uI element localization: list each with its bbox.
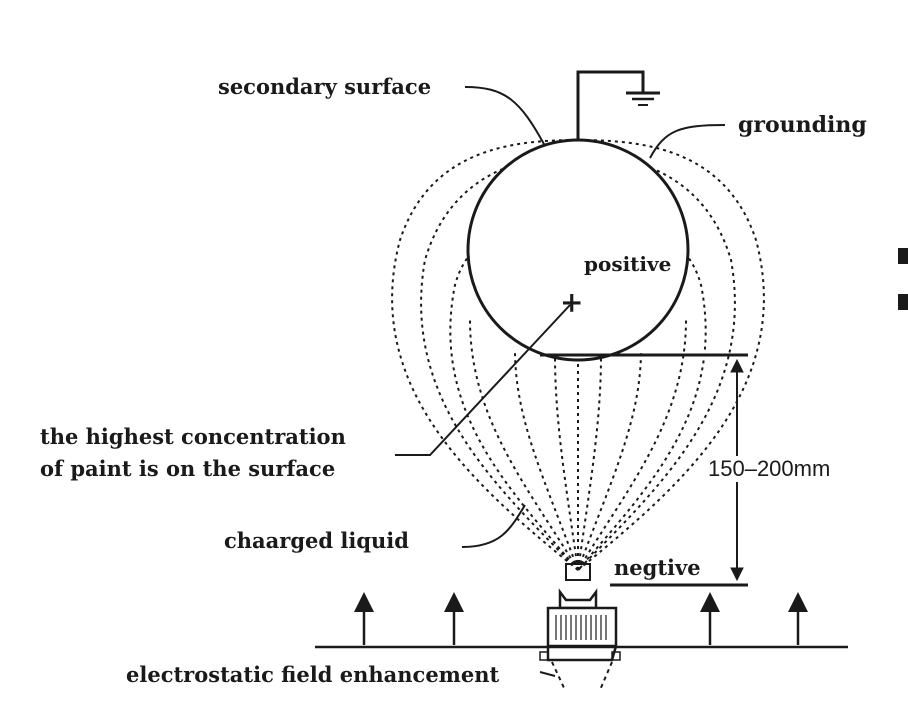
spray-nozzle-icon [539, 563, 621, 691]
distance-dimension [540, 353, 748, 587]
label-grounding: grounding [738, 112, 867, 138]
label-positive: positive [584, 252, 672, 276]
workpiece-sphere [466, 138, 690, 362]
field-arrow-icon [354, 592, 808, 645]
label-concentration-line1: the highest concentration [40, 424, 346, 449]
label-field-enhancement: electrostatic field enhancement [126, 662, 500, 687]
label-distance: 150–200mm [708, 456, 831, 482]
leader-lines [395, 86, 726, 677]
label-charged-liquid: chaarged liquid [224, 528, 409, 553]
label-negative: negtive [614, 555, 701, 580]
label-concentration-line2: of paint is on the surface [40, 456, 336, 481]
plus-sign: + [560, 286, 584, 319]
ground-symbol-icon [576, 70, 660, 146]
cropped-edge-mark [898, 248, 908, 310]
label-secondary-surface: secondary surface [218, 74, 432, 99]
